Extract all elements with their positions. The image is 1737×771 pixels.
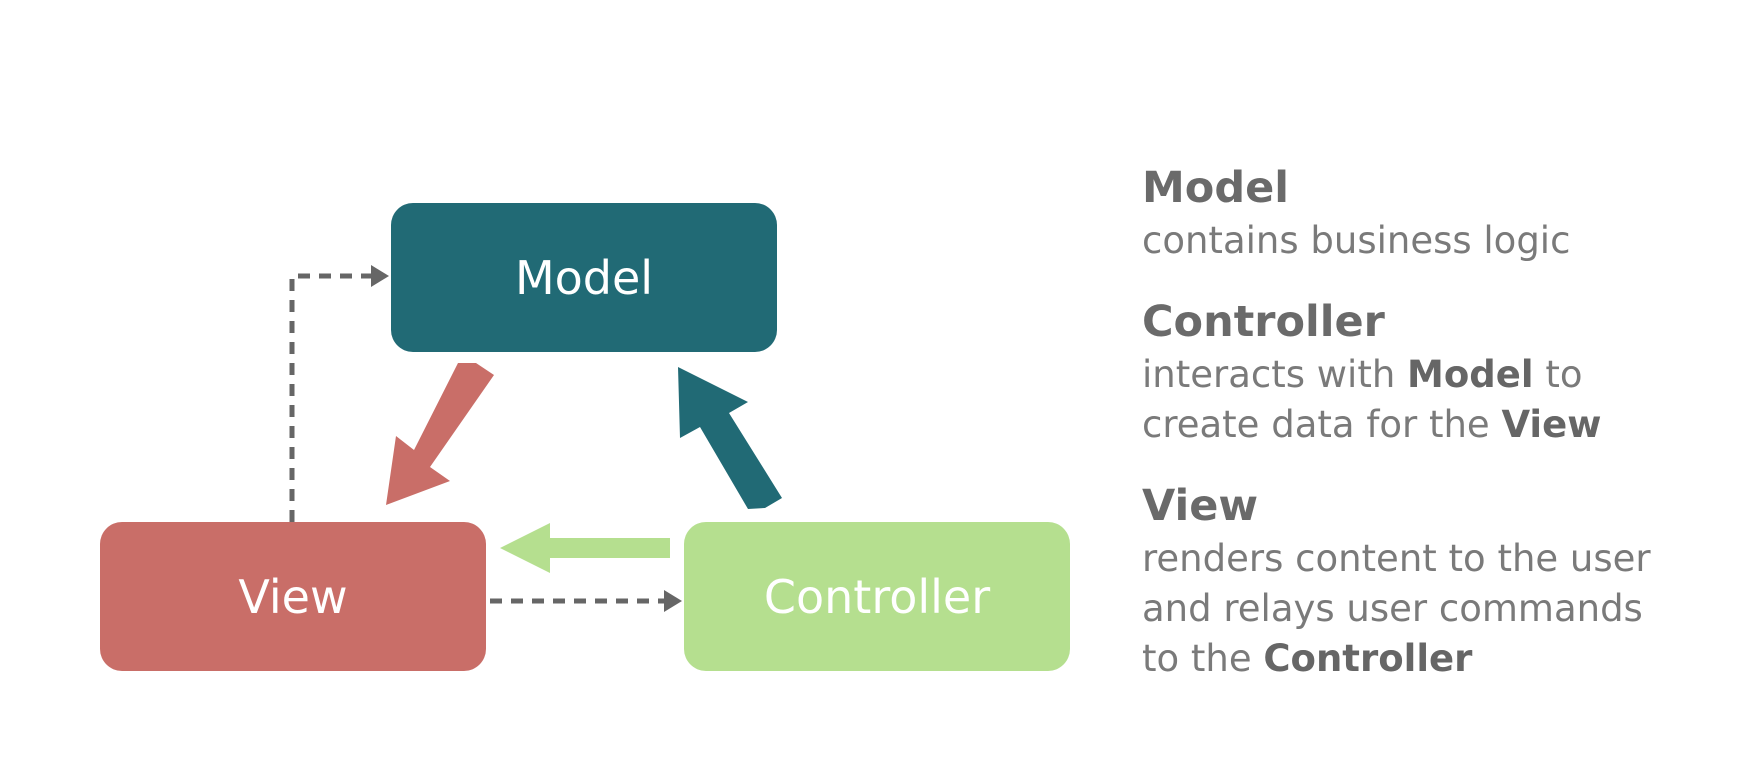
legend-desc-controller-text-2: to bbox=[1533, 353, 1583, 396]
dashed-arrowhead-controller bbox=[664, 590, 682, 612]
arrow-controller-to-view bbox=[500, 523, 670, 573]
legend-term-controller: Controller bbox=[1142, 297, 1385, 347]
arrow-model-to-view bbox=[386, 363, 494, 505]
dashed-arrowhead-model bbox=[371, 265, 389, 287]
legend-desc-view-line-2: and relays user commands bbox=[1142, 587, 1643, 630]
model-box-label: Model bbox=[514, 250, 654, 305]
controller-box: Controller bbox=[684, 522, 1070, 671]
legend-desc-model: contains business logic bbox=[1142, 219, 1571, 262]
legend-term-model: Model bbox=[1142, 163, 1290, 213]
view-box: View bbox=[100, 522, 486, 671]
view-box-label: View bbox=[238, 569, 348, 624]
legend-desc-controller-bold-1: Model bbox=[1407, 353, 1534, 396]
arrow-controller-to-model bbox=[678, 367, 782, 509]
legend-desc-controller-bold-2: View bbox=[1501, 403, 1602, 446]
legend-desc-view: renders content to the user and relays u… bbox=[1142, 534, 1722, 684]
model-box: Model bbox=[391, 203, 777, 352]
legend-desc-controller-text-3: create data for the bbox=[1142, 403, 1502, 446]
legend-desc-view-bold: Controller bbox=[1263, 637, 1473, 680]
dashed-arrow-view-to-model bbox=[289, 273, 378, 522]
controller-box-label: Controller bbox=[763, 569, 991, 624]
legend-desc-view-text-3: to the bbox=[1142, 637, 1264, 680]
legend-panel: Model contains business logic Controller… bbox=[1142, 160, 1722, 712]
legend-term-view: View bbox=[1142, 481, 1259, 531]
legend-desc-view-line-1: renders content to the user bbox=[1142, 537, 1651, 580]
legend-desc-controller: interacts with Model to create data for … bbox=[1142, 350, 1722, 450]
legend-item-model: Model contains business logic bbox=[1142, 160, 1722, 266]
legend-item-controller: Controller interacts with Model to creat… bbox=[1142, 294, 1722, 450]
legend-item-view: View renders content to the user and rel… bbox=[1142, 478, 1722, 684]
legend-desc-controller-text-1: interacts with bbox=[1142, 353, 1408, 396]
